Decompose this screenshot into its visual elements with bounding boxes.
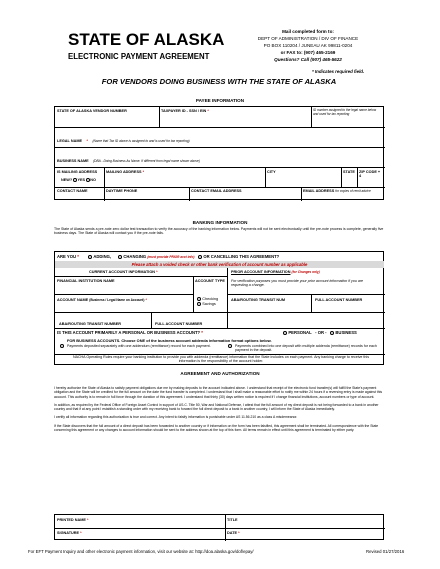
business-name-note: (DBA - Doing Business As Name. If differ… (93, 159, 200, 163)
email-address-label: EMAIL ADDRESS for copies of remit advice (303, 189, 371, 193)
adding-radio[interactable] (88, 254, 93, 259)
revised-date: Revised 01/27/2016 (366, 549, 405, 554)
mailing-yes-radio[interactable] (73, 178, 78, 183)
current-full-account-label: FULL ACCOUNT NUMBER (155, 322, 203, 326)
legal-name-label: LEGAL NAME (57, 139, 83, 143)
agreement-section-title: AGREEMENT AND AUTHORIZATION (180, 371, 260, 376)
mail-line-5: Questions? Call (907) 465-5622 (274, 57, 342, 62)
agreement-p1: I hereby authorize the State of Alaska t… (54, 386, 383, 399)
are-you-row: ARE YOU * ADDING, CHANGING (must provide… (57, 254, 280, 259)
business-name-label: BUSINESS NAME (57, 159, 89, 163)
addenda-option-1[interactable]: Payments deposited separately with one a… (60, 344, 215, 349)
prior-routing-label: ABA/ROUTING TRANSIT NUM (231, 298, 285, 302)
banking-intro: The State of Alaska sends a pre-note zer… (54, 227, 384, 236)
mailing-no-radio[interactable] (86, 178, 91, 183)
agreement-p2: In addition, as required by the Federal … (54, 402, 379, 411)
city-label: CITY (267, 170, 276, 174)
footer-text: For EFT Payment Inquiry and other electr… (28, 549, 254, 554)
title-field[interactable]: TITLE (227, 518, 238, 522)
contact-name-label: CONTACT NAME (57, 189, 88, 193)
personal-radio[interactable] (283, 330, 288, 335)
zip-label: ZIP CODE + 4 (359, 170, 381, 178)
business-radio[interactable] (330, 330, 335, 335)
signature-table: PRINTED NAME * TITLE SIGNATURE * DATE * (54, 514, 385, 541)
mail-to-box: Mail completed form to: DEPT OF ADMINIST… (246, 28, 370, 63)
date-field[interactable]: DATE * (227, 531, 240, 535)
daytime-phone-label: DAYTIME PHONE (106, 189, 138, 193)
personal-business-row: IS THIS ACCOUNT PRIMARILY A PERSONAL OR … (57, 330, 357, 335)
account-name-label: ACCOUNT NAME (Business / Legal Name on A… (57, 298, 147, 302)
signature-field[interactable]: SIGNATURE * (57, 531, 82, 535)
business-name-row[interactable]: BUSINESS NAME (DBA - Doing Business As N… (57, 149, 381, 167)
mail-line-1: Mail completed form to: (282, 29, 334, 34)
payee-section-title: PAYEE INFORMATION (195, 98, 245, 103)
required-note: * Indicates required field. (312, 69, 365, 74)
taxpayer-id-field[interactable] (161, 114, 309, 126)
taxpayer-id-label: TAXPAYER ID - SSN / EIN * (161, 109, 209, 113)
state-label: STATE (343, 170, 355, 174)
banking-section-title: BANKING INFORMATION (192, 220, 248, 225)
account-type-label: ACCOUNT TYPE (195, 279, 225, 283)
legal-name-row[interactable]: LEGAL NAME * (Name that Tax ID above is … (57, 139, 190, 143)
mail-line-2: DEPT OF ADMINISTRATION / DIV OF FINANCE (257, 36, 359, 41)
agreement-p3: I certify all information regarding this… (54, 415, 298, 420)
city-field[interactable] (267, 175, 339, 185)
mailing-address-label: MAILING ADDRESS * (106, 170, 145, 174)
vendor-number-field[interactable] (57, 114, 156, 126)
vendor-banner: FOR VENDORS DOING BUSINESS WITH THE STAT… (101, 77, 337, 86)
mailing-address-field[interactable] (106, 175, 261, 185)
option-2-radio[interactable] (228, 344, 233, 349)
prior-account-label: PRIOR ACCOUNT INFORMATION (for Changes o… (231, 270, 320, 274)
mailing-new-options: NEW? YES NO (61, 178, 96, 183)
current-routing-label: ABA/ROUTING TRANSIT NUMBER (59, 322, 122, 326)
printed-name-field[interactable]: PRINTED NAME * (57, 518, 89, 522)
agreement-p4: If the State discovers that the full amo… (54, 423, 379, 432)
current-account-label: CURRENT ACCOUNT INFORMATION * (89, 270, 158, 274)
changing-radio[interactable] (118, 254, 123, 259)
contact-email-label: CONTACT EMAIL ADDRESS (191, 189, 242, 193)
payee-table: STATE OF ALASKA VENDOR NUMBER TAXPAYER I… (54, 106, 385, 201)
form-title: STATE OF ALASKA (68, 30, 225, 49)
checking-radio[interactable] (197, 297, 202, 302)
institution-label: FINANCIAL INSTITUTION NAME (57, 279, 115, 283)
nacha-note: NACHA Operating Rules require your banki… (72, 355, 370, 364)
prior-verify-note: For verification purposes you must provi… (231, 279, 364, 288)
cancelling-radio[interactable] (197, 254, 203, 259)
savings-radio[interactable] (197, 301, 202, 307)
addenda-option-2[interactable]: Payments combined into one deposit with … (228, 344, 381, 353)
legal-name-note: (Name that Tax ID above is assigned to a… (92, 139, 190, 143)
taxpayer-id-note: ID number assigned to the legal name bel… (313, 108, 377, 116)
business-accounts-note: FOR BUSINESS ACCOUNTS. Choose ONE of the… (67, 338, 272, 343)
mail-line-3: PO BOX 110204 / JUNEAU AK 99811-0204 (263, 43, 353, 48)
prior-full-account-label: FULL ACCOUNT NUMBER (315, 298, 363, 302)
mail-line-4: or FAX to: (907) 465-2169 (280, 50, 336, 55)
attach-banner: Please attach a voided check or other ba… (55, 261, 384, 268)
form-subtitle: ELECTRONIC PAYMENT AGREEMENT (68, 52, 210, 61)
option-1-radio[interactable] (60, 344, 65, 349)
banking-table: ARE YOU * ADDING, CHANGING (must provide… (54, 251, 385, 365)
agreement-text: I hereby authorize the State of Alaska t… (54, 386, 384, 432)
vendor-number-label: STATE OF ALASKA VENDOR NUMBER (57, 109, 127, 113)
is-mailing-new-label: IS MAILING ADDRESS (57, 170, 98, 174)
account-type-options: Checking Savings (197, 297, 218, 307)
